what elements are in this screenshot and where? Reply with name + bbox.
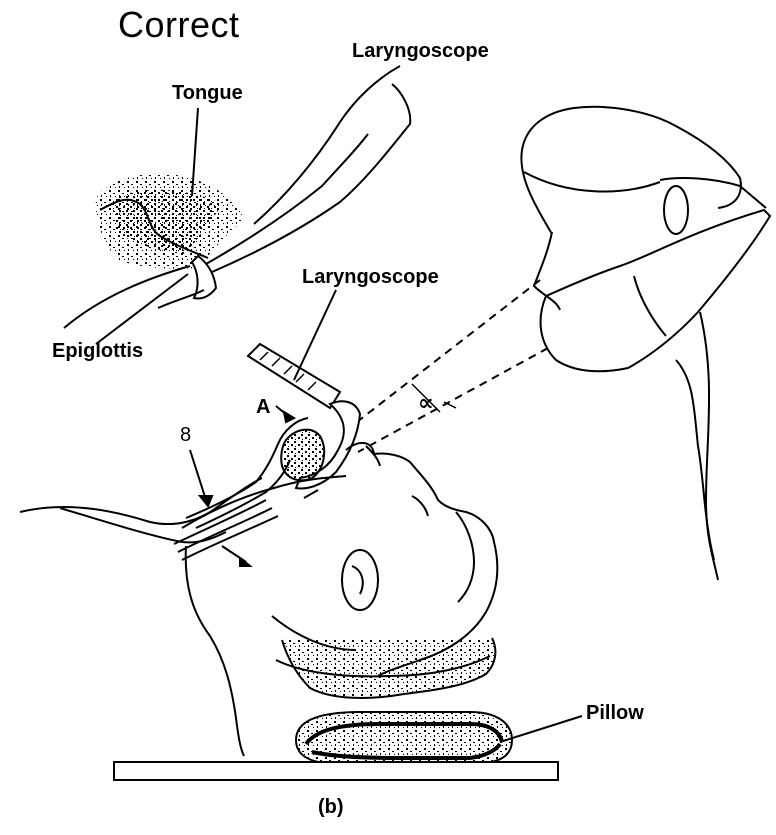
caption-b: (b) — [318, 796, 344, 819]
patient-chin — [456, 512, 474, 602]
line-of-sight — [344, 280, 548, 452]
label-pillow: Pillow — [586, 702, 644, 725]
operating-table — [114, 762, 558, 780]
epiglottis-shape — [192, 256, 216, 299]
inset-top-curve — [254, 66, 400, 224]
arrow-neck-head — [240, 558, 250, 566]
patient-lips — [412, 496, 428, 516]
trachea-lines — [174, 500, 278, 560]
pillow-and-table — [114, 712, 582, 780]
label-point-b: 8 — [180, 424, 191, 447]
epiglottis-leader-line — [96, 274, 188, 344]
label-point-a: A — [256, 396, 270, 419]
patient-hair — [282, 638, 495, 698]
patient-shoulder-line — [20, 478, 262, 524]
tongue-in-mouth — [281, 430, 324, 481]
patient-ear-inner — [352, 566, 363, 594]
arrow-a-head — [284, 412, 294, 422]
pillow-leader-line — [500, 716, 582, 742]
doctor-face — [534, 232, 560, 310]
doctor-cap — [521, 107, 741, 234]
laryngoscope-mid-leader — [294, 290, 336, 380]
angle-symbol: ∝ — [418, 391, 434, 416]
label-laryngoscope-mid: Laryngoscope — [302, 266, 439, 289]
airway-upper-line — [64, 266, 190, 328]
label-tongue: Tongue — [172, 82, 243, 105]
mask-fold — [634, 276, 666, 336]
arrow-b-line — [190, 450, 206, 500]
arrow-larynx-line — [304, 490, 318, 498]
inset-airway-detail — [64, 66, 410, 344]
label-laryngoscope-top: Laryngoscope — [352, 40, 489, 63]
doctor-cap-band — [524, 172, 660, 191]
arrow-b-head — [200, 496, 212, 506]
patient-figure — [20, 443, 497, 756]
patient-ear — [342, 550, 378, 610]
title-correct: Correct — [118, 4, 240, 46]
label-epiglottis: Epiglottis — [52, 340, 143, 363]
doctor-mask — [541, 210, 770, 371]
doctor-ear — [664, 186, 688, 234]
doctor-figure — [521, 107, 770, 580]
doctor-glasses-frame — [660, 178, 766, 208]
patient-skull-back — [186, 546, 244, 756]
